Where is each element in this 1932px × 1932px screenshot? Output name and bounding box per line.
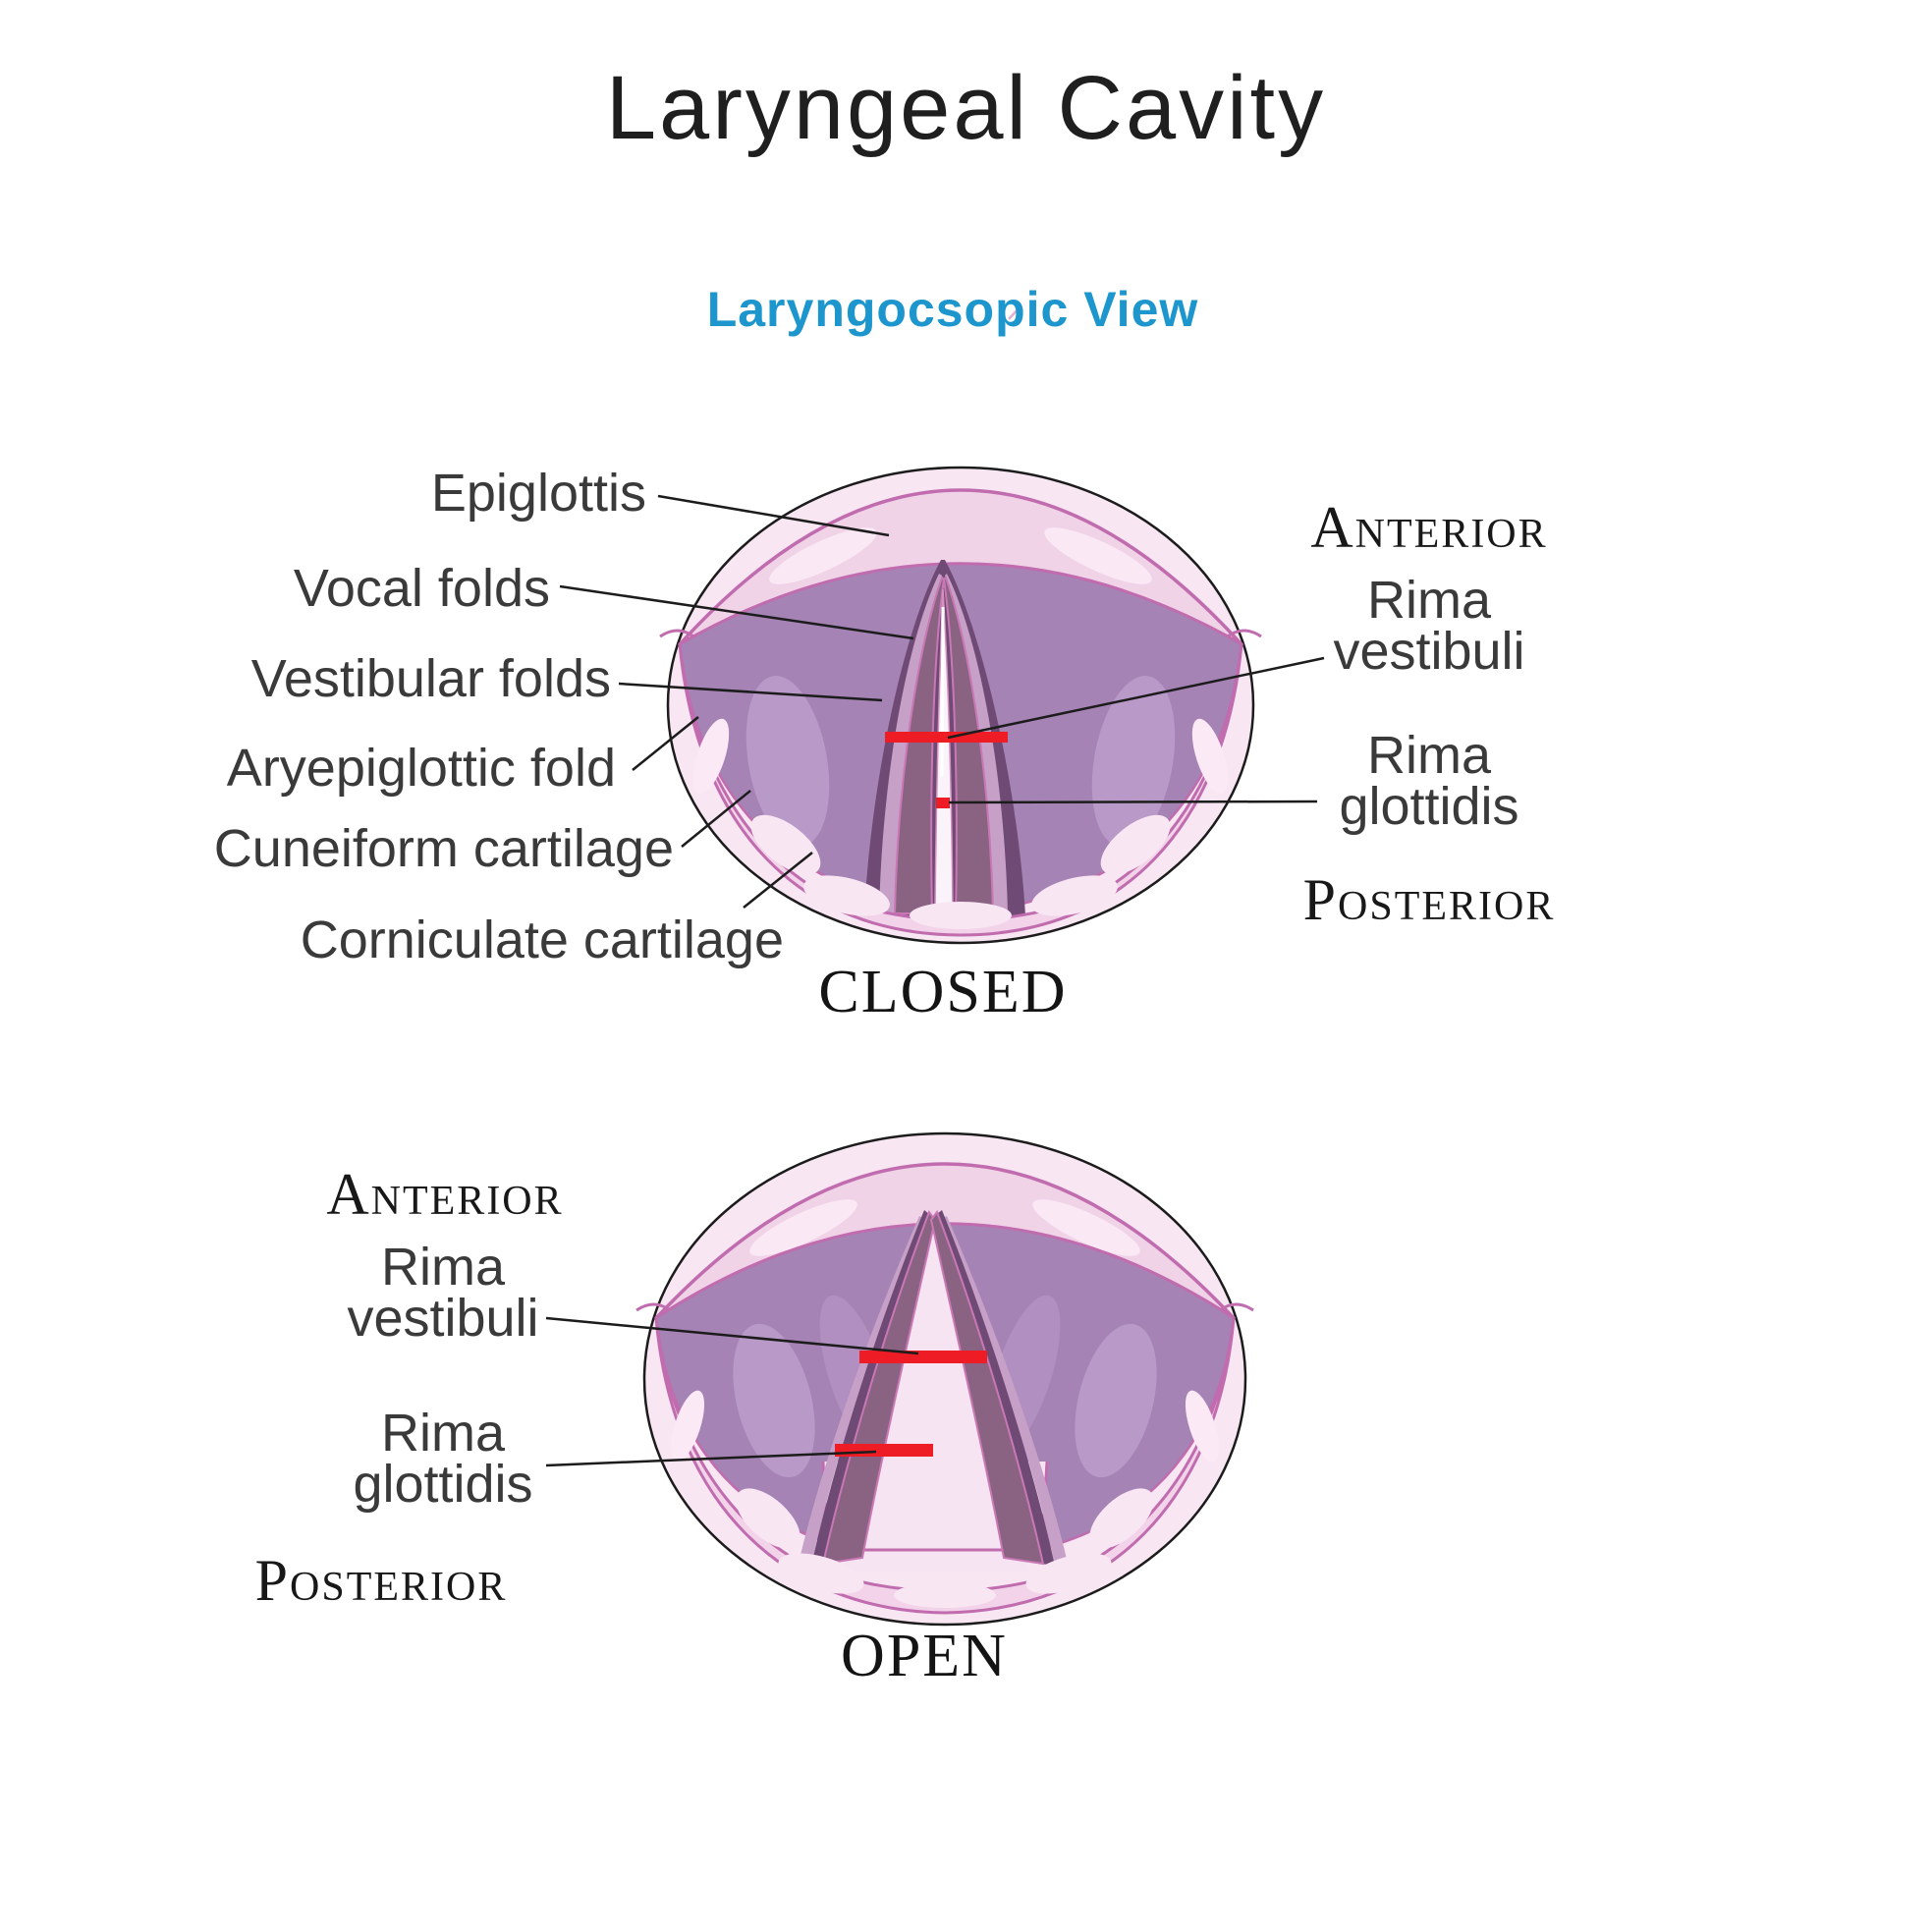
closed-larynx-illustration (659, 466, 1262, 945)
rima-vestibuli-line2: vestibuli (1333, 622, 1525, 681)
vestibule-highlight (1075, 1323, 1157, 1478)
vestibule-highlight (733, 1323, 815, 1478)
caption-open: OPEN (841, 1623, 1008, 1689)
caption-closed: CLOSED (818, 959, 1068, 1025)
rima-glottidis-leader-open (545, 1450, 877, 1467)
ring-streak (1191, 718, 1229, 795)
rima-vestibuli-line1: Rima (1366, 571, 1491, 630)
epiglottis-highlight (769, 527, 877, 584)
cartilage-lobe (894, 1582, 996, 1608)
label-cuneiform-cartilage: Cuneiform cartilage (213, 819, 674, 878)
open-larynx-illustration (635, 1132, 1254, 1627)
rima-glottidis-line1: Rima (1366, 726, 1491, 785)
label-epiglottis: Epiglottis (430, 464, 646, 523)
label-anterior-closed: Anterior (1310, 495, 1548, 560)
cuneiform-lobe-right (1100, 814, 1171, 875)
page-subtitle: Laryngocsopic View (706, 282, 1199, 337)
label-rima-glottidis-closed: Rima glottidis (1223, 726, 1635, 836)
wing-tip-right (1227, 629, 1262, 638)
label-aryepiglottic-fold: Aryepiglottic fold (226, 739, 616, 798)
cartilage-lobe (1089, 1488, 1154, 1549)
rima-vestibuli-marker-closed (885, 732, 1008, 743)
cartilage-lobe (1025, 1553, 1112, 1594)
aryepiglottic-fold-leader (632, 716, 699, 771)
open-fold-dark-right (937, 1210, 1055, 1566)
label-posterior-closed: Posterior (1302, 867, 1556, 932)
rima-glottidis-line1: Rima (380, 1404, 505, 1463)
rima-vestibuli-line2: vestibuli (347, 1289, 539, 1348)
label-rima-glottidis-open: Rima glottidis (237, 1404, 649, 1514)
corniculate-cartilage-leader (743, 852, 813, 909)
closed-fold-light-strip-left (879, 574, 942, 913)
open-vocal-fold-left (821, 1209, 937, 1566)
rima-glottidis-line2: glottidis (1339, 777, 1519, 836)
vocal-folds-leader (559, 584, 914, 640)
epiglottis-highlight (749, 1199, 857, 1256)
leader-lines (545, 494, 1325, 1467)
ring-streak (692, 718, 730, 795)
vestibule-highlight (745, 676, 830, 847)
stray-tick (1008, 305, 1021, 320)
open-fold-light-strip-right (943, 1216, 1069, 1568)
label-posterior-open: Posterior (254, 1548, 508, 1613)
ring-streak (670, 1390, 705, 1463)
label-corniculate-cartilage: Corniculate cartilage (300, 911, 784, 969)
cartilage-lobe (778, 1553, 864, 1594)
open-fold-dark-left (811, 1210, 929, 1566)
epiglottis-leader (657, 494, 890, 537)
closed-slit-highlight (940, 606, 945, 777)
rima-vestibuli-line1: Rima (380, 1238, 505, 1297)
page-title: Laryngeal Cavity (605, 58, 1327, 158)
corniculate-lobe-right (1031, 875, 1118, 916)
label-rima-vestibuli-closed: Rima vestibuli (1223, 571, 1635, 681)
wing-tip-right (1219, 1302, 1254, 1312)
cuneiform-cartilage-leader (681, 790, 751, 848)
vestibule-highlight (1091, 676, 1176, 847)
label-anterior-open: Anterior (326, 1162, 564, 1227)
wing-tip-left (635, 1302, 671, 1312)
posterior-lobe (910, 902, 1012, 929)
rima-vestibuli-leader-open (545, 1316, 919, 1355)
rima-glottidis-marker-open (835, 1444, 933, 1457)
rima-vestibuli-marker-open (859, 1351, 987, 1363)
epiglottis-highlight (1032, 1199, 1140, 1256)
ring-streak (1185, 1390, 1220, 1463)
rima-glottidis-line2: glottidis (353, 1455, 533, 1514)
cartilage-lobe (736, 1488, 800, 1549)
label-rima-vestibuli-open: Rima vestibuli (237, 1238, 649, 1348)
rima-glottidis-marker-closed (936, 798, 950, 808)
open-fold-light-strip-left (798, 1216, 923, 1568)
rima-glottidis-leader-closed (948, 800, 1318, 804)
vestibular-folds-leader (618, 682, 883, 702)
open-vocal-fold-right (929, 1209, 1045, 1566)
corniculate-lobe-left (803, 875, 890, 916)
rima-vestibuli-leader-closed (947, 656, 1325, 740)
label-vestibular-folds: Vestibular folds (250, 649, 611, 708)
closed-fold-light-strip-right (945, 574, 1008, 913)
epiglottis-highlight (1044, 527, 1152, 584)
wing-tip-left (659, 629, 694, 638)
label-vocal-folds: Vocal folds (293, 559, 550, 618)
